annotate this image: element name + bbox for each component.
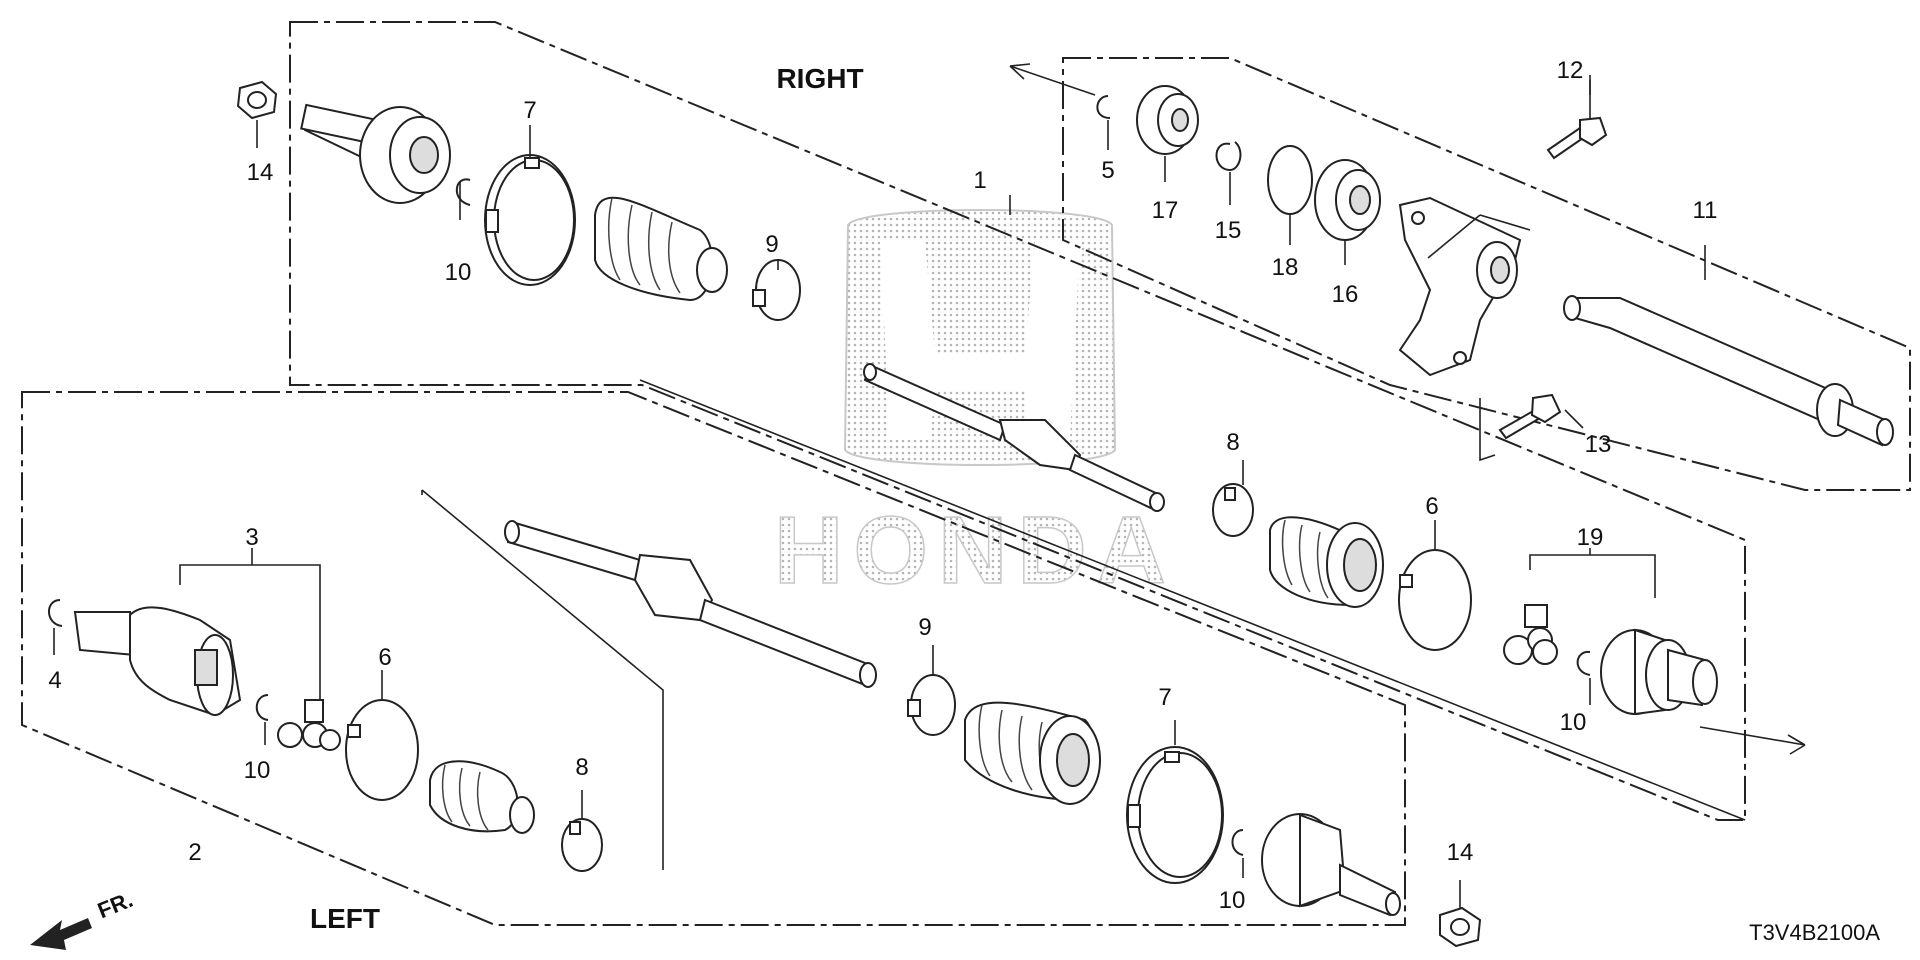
honda-watermark: HONDA [773,209,1176,605]
callout-3: 3 [245,524,258,551]
callout-2: 2 [188,839,201,866]
callout-16: 16 [1332,281,1359,308]
callout-19: 19 [1577,524,1604,551]
intermediate-group-boundary [1062,57,1911,491]
flange-nut-top[interactable] [236,80,278,120]
left-direction-arrow [1699,726,1806,755]
callout-6-right: 6 [1425,493,1438,520]
boot-band-7-top[interactable] [484,154,576,286]
callout-10-top: 10 [445,259,472,286]
front-marker-label: FR. [94,887,136,923]
callout-1: 1 [973,167,986,194]
front-arrow-icon [30,918,92,950]
snap-ring-18[interactable] [1267,145,1313,215]
sealed-bearing-16[interactable] [1314,159,1381,241]
leader-lines [53,75,1706,908]
boot-clamp-8-right[interactable] [1212,483,1254,537]
callout-14-bottom: 14 [1447,839,1474,866]
callout-11: 11 [1693,197,1718,224]
callout-7-top: 7 [523,97,536,124]
inner-joint-housing-left[interactable] [73,606,242,717]
bearing-support-bracket[interactable] [1398,196,1522,377]
outer-cv-joint-left[interactable] [1261,813,1401,917]
outer-cv-joint-right[interactable] [300,103,451,204]
callout-15: 15 [1215,217,1242,244]
boot-band-7-left[interactable] [1126,746,1224,884]
callout-12: 12 [1557,57,1584,84]
circlip-10-top[interactable] [455,178,471,206]
tripod-joint-left[interactable] [277,699,341,751]
left-shaft-bracket [421,489,664,870]
callout-6-left: 6 [378,644,391,671]
boot-band-6-left[interactable] [345,699,419,801]
outer-boot-right[interactable] [594,196,728,302]
callout-8-left: 8 [575,754,588,781]
boot-clamp-9-left[interactable] [907,674,956,736]
circlip-4[interactable] [48,599,63,627]
circlip-15[interactable] [1215,141,1242,172]
honda-watermark-text: HONDA [774,497,1176,604]
inner-boot-left[interactable] [429,760,535,834]
circlip-5[interactable] [1096,95,1111,119]
callout-14-top: 14 [247,159,274,186]
bolt-13[interactable] [1498,393,1562,440]
callout-labels: 14 10 7 9 1 5 17 15 18 16 12 11 13 8 6 1… [48,57,1717,914]
callout-10-right: 10 [1560,709,1587,736]
circlip-10-right[interactable] [1576,650,1591,676]
callout-18: 18 [1272,254,1299,281]
callout-4: 4 [48,667,61,694]
left-group-boundary [21,391,1406,926]
ball-bearing-17[interactable] [1136,85,1199,155]
right-group-boundary [289,21,1746,821]
right-direction-arrow [1009,63,1096,96]
inner-boot-right[interactable] [1269,516,1384,608]
flange-nut-bottom[interactable] [1439,906,1482,948]
outer-boot-left[interactable] [964,701,1101,805]
boot-band-6-right[interactable] [1398,549,1472,651]
callout-9-left: 9 [918,614,931,641]
callout-7-left: 7 [1158,684,1171,711]
left-side-title: LEFT [310,903,380,934]
right-shaft-bracket [639,379,1746,821]
intermediate-shaft-11[interactable] [1563,295,1894,447]
callout-10-left: 10 [244,757,271,784]
boot-clamp-9-top[interactable] [752,259,801,321]
drawing-code: T3V4B2100A [1749,920,1880,945]
left-driveshaft-shaft[interactable] [504,520,877,688]
callout-10-left-outer: 10 [1219,887,1246,914]
circlip-10-left[interactable] [255,694,269,721]
tripod-joint-right[interactable] [1503,604,1558,665]
callout-5: 5 [1101,157,1114,184]
right-driveshaft-assembly[interactable] [863,363,1165,512]
callout-13: 13 [1585,431,1612,458]
callout-9-top: 9 [765,231,778,258]
boot-clamp-8-left[interactable] [561,818,603,872]
bolt-12[interactable] [1546,116,1608,160]
front-direction-marker: FR. [30,887,136,950]
circlip-10-left-outer[interactable] [1231,829,1244,856]
callout-17: 17 [1152,197,1179,224]
inner-joint-housing-right[interactable] [1600,628,1718,716]
callout-8-right: 8 [1226,429,1239,456]
right-side-title: RIGHT [776,63,863,94]
